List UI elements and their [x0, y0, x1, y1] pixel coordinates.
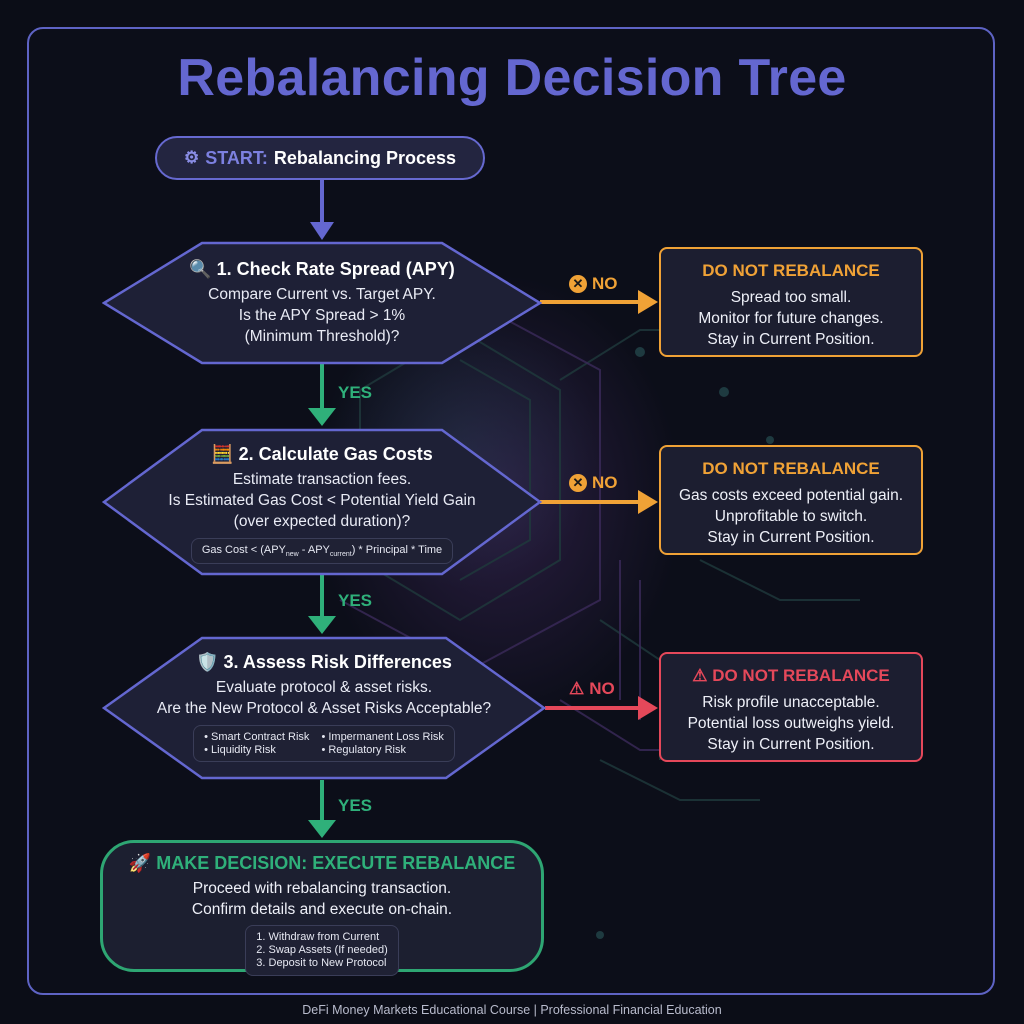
no-text: NO — [592, 473, 618, 492]
yes-arrow-2 — [308, 574, 336, 634]
step-2-line: Is Estimated Gas Cost < Potential Yield … — [168, 492, 476, 509]
abacus-icon: 🧮 — [211, 444, 234, 464]
outcome-line: Potential loss outweighs yield. — [687, 715, 895, 732]
outcome-line: Risk profile unacceptable. — [702, 694, 880, 711]
outcome-heading: DO NOT REBALANCE — [702, 261, 880, 280]
formula-part: ) * Principal * Time — [351, 544, 443, 556]
no-text: NO — [592, 274, 618, 293]
no-arrow-1 — [540, 290, 658, 314]
no-label: ✕ NO — [569, 473, 618, 493]
step-2-line: (over expected duration)? — [233, 513, 411, 530]
step-3-line: Are the New Protocol & Asset Risks Accep… — [156, 700, 492, 717]
no-label: ⚠ NO — [569, 679, 615, 699]
outcome-line: Spread too small. — [730, 289, 852, 306]
warning-icon: ⚠ — [569, 679, 585, 698]
outcome-line: Stay in Current Position. — [707, 736, 875, 753]
step-1-line: Compare Current vs. Target APY. — [208, 286, 436, 303]
final-line: Proceed with rebalancing transaction. — [192, 880, 452, 897]
page-title: Rebalancing Decision Tree — [177, 49, 847, 107]
step-2-line: Estimate transaction fees. — [232, 471, 412, 488]
risk-item: • Impermanent Loss Risk — [321, 731, 444, 743]
outcome-box-1: DO NOT REBALANCE Spread too small. Monit… — [659, 247, 923, 357]
gear-icon: ⚙ — [184, 148, 200, 167]
no-label: ✕ NO — [569, 274, 618, 294]
shield-icon: 🛡️ — [196, 652, 219, 672]
outcome-box-2: DO NOT REBALANCE Gas costs exceed potent… — [659, 445, 923, 555]
risk-item: • Liquidity Risk — [204, 744, 276, 756]
outcome-line: Stay in Current Position. — [707, 529, 875, 546]
risk-list: • Smart Contract Risk • Impermanent Loss… — [193, 725, 455, 762]
decision-node-2: 🧮 2. Calculate Gas Costs Estimate transa… — [102, 428, 542, 576]
step-3-heading: 3. Assess Risk Differences — [223, 652, 452, 672]
no-arrow-2 — [540, 490, 658, 514]
outcome-line: Monitor for future changes. — [698, 310, 884, 327]
start-arrow — [310, 180, 334, 240]
x-circle-icon: ✕ — [569, 474, 587, 492]
yes-label: YES — [338, 383, 373, 402]
no-text: NO — [589, 679, 615, 698]
formula-part: Gas Cost < (APY — [201, 544, 286, 556]
step-1-heading: 1. Check Rate Spread (APY) — [216, 259, 455, 279]
yes-label: YES — [338, 591, 373, 610]
yes-arrow-1 — [308, 364, 336, 426]
step-1-line: Is the APY Spread > 1% — [238, 307, 406, 324]
start-text: Rebalancing Process — [273, 147, 456, 168]
execution-steps: 1. Withdraw from Current 2. Swap Assets … — [245, 925, 399, 976]
magnifier-icon: 🔍 — [189, 259, 212, 279]
formula-part: - APY — [298, 544, 330, 556]
final-heading: MAKE DECISION: EXECUTE REBALANCE — [156, 853, 516, 873]
execution-step: 1. Withdraw from Current — [256, 931, 380, 943]
start-label: START: — [205, 147, 268, 168]
outcome-heading: DO NOT REBALANCE — [712, 666, 890, 685]
execution-step: 3. Deposit to New Protocol — [256, 957, 387, 969]
execution-step: 2. Swap Assets (If needed) — [256, 944, 388, 956]
outcome-line: Gas costs exceed potential gain. — [678, 487, 904, 504]
final-line: Confirm details and execute on-chain. — [191, 901, 453, 918]
outcome-line: Stay in Current Position. — [707, 331, 875, 348]
execute-rebalance-node: 🚀 MAKE DECISION: EXECUTE REBALANCE Proce… — [100, 840, 544, 976]
step-3-line: Evaluate protocol & asset risks. — [215, 679, 433, 696]
outcome-heading: DO NOT REBALANCE — [702, 459, 880, 478]
no-arrow-3 — [545, 696, 658, 720]
warning-icon: ⚠ — [692, 666, 708, 685]
start-node: ⚙ START: Rebalancing Process — [155, 136, 485, 180]
step-2-heading: 2. Calculate Gas Costs — [238, 444, 433, 464]
step-1-line: (Minimum Threshold)? — [244, 328, 400, 345]
rocket-icon: 🚀 — [128, 853, 152, 873]
footer: DeFi Money Markets Educational Course | … — [302, 1003, 722, 1017]
formula-sub: current — [329, 551, 352, 559]
outcome-box-3: ⚠ DO NOT REBALANCE Risk profile unaccept… — [659, 652, 923, 762]
decision-node-1: 🔍 1. Check Rate Spread (APY) Compare Cur… — [102, 241, 542, 365]
yes-label: YES — [338, 796, 373, 815]
yes-arrow-3 — [308, 780, 336, 838]
risk-item: • Regulatory Risk — [321, 744, 406, 756]
x-circle-icon: ✕ — [569, 275, 587, 293]
risk-item: • Smart Contract Risk — [204, 731, 310, 743]
outcome-line: Unprofitable to switch. — [714, 508, 868, 525]
gas-formula: Gas Cost < (APYnew - APYcurrent) * Princ… — [190, 538, 454, 565]
decision-node-3: 🛡️ 3. Assess Risk Differences Evaluate p… — [102, 636, 546, 780]
formula-sub: new — [285, 551, 299, 559]
